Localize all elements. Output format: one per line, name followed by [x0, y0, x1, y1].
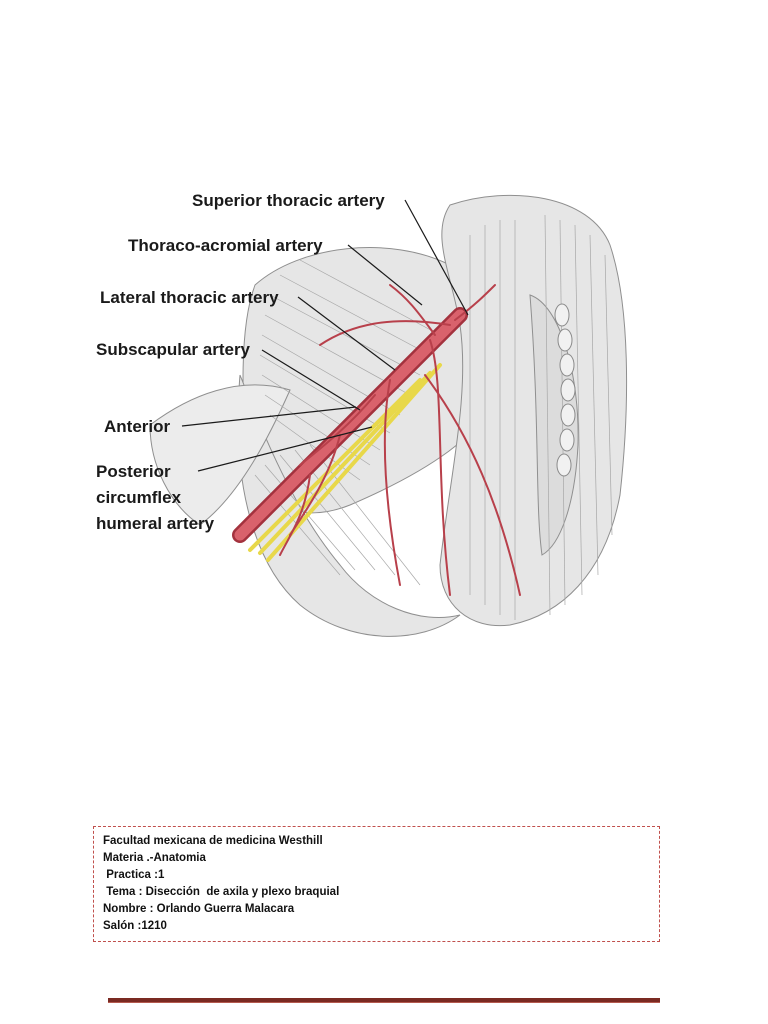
label-humeral-artery: humeral artery — [96, 514, 215, 533]
label-leader-lines — [181, 199, 469, 472]
axilla-artery-diagram: Superior thoracic artery Thoraco-acromia… — [96, 191, 628, 637]
muscle-background — [149, 194, 628, 637]
label-subscapular-artery: Subscapular artery — [96, 340, 251, 359]
label-lateral-thoracic-artery: Lateral thoracic artery — [100, 288, 279, 307]
student-name: Nombre : Orlando Guerra Malacara — [103, 903, 295, 915]
student-info-box: Facultad mexicana de medicina Westhill M… — [93, 826, 660, 942]
brachial-plexus-nerves — [248, 363, 442, 562]
label-circumflex: circumflex — [96, 488, 182, 507]
label-thoraco-acromial-artery: Thoraco-acromial artery — [128, 236, 323, 255]
axillary-artery — [232, 307, 468, 543]
footer-divider — [108, 998, 660, 1003]
rib-segments — [554, 303, 576, 477]
label-anterior: Anterior — [104, 417, 171, 436]
school-name: Facultad mexicana de medicina Westhill — [103, 835, 323, 847]
topic: Tema : Disección de axila y plexo braqui… — [103, 886, 340, 898]
anatomy-illustration: Superior thoracic artery Thoraco-acromia… — [90, 175, 690, 675]
artery-branches — [279, 284, 521, 596]
practice-number: Practica :1 — [103, 869, 165, 881]
label-superior-thoracic-artery: Superior thoracic artery — [192, 191, 385, 210]
subject: Materia .-Anatomia — [103, 852, 206, 864]
label-posterior: Posterior — [96, 462, 171, 481]
classroom: Salón :1210 — [103, 920, 167, 932]
